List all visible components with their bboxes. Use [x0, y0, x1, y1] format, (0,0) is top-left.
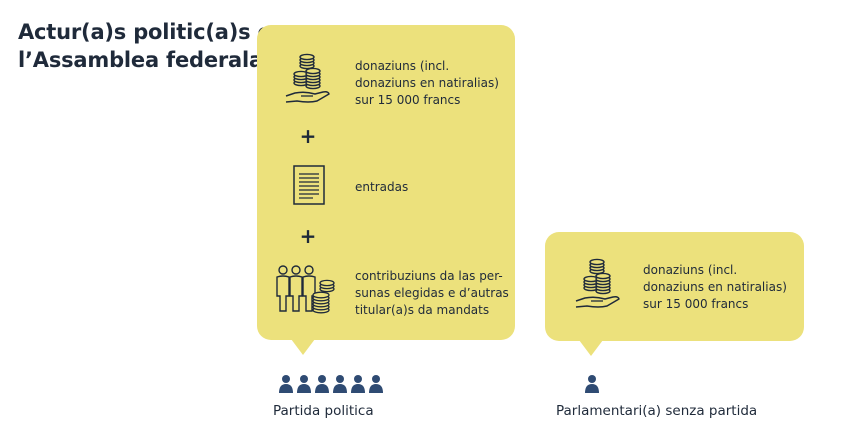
item-income-text: entradas	[355, 180, 409, 194]
title-line-1: Actur(a)s politic(a)s en	[18, 20, 287, 44]
party-caption: Partida politica	[273, 403, 374, 419]
party-income-bubble: donaziuns (incl. donaziuns en natiralias…	[257, 25, 515, 355]
coins-hand-icon	[575, 258, 620, 308]
coins-hand-icon	[285, 53, 330, 103]
mp-donations-text: donaziuns (incl. donaziuns en natiralias…	[643, 263, 787, 311]
title-line-2: l’Assamblea federala	[18, 48, 263, 72]
mp-caption: Parlamentari(a) senza partida	[556, 403, 758, 419]
plus-sign: +	[299, 224, 317, 248]
item-contributions-text: contribuziuns da las per- sunas elegidas…	[355, 269, 509, 317]
party-members-icon	[279, 375, 383, 393]
item-donations-text: donaziuns (incl. donaziuns en natiralias…	[355, 59, 499, 107]
mp-person-icon	[585, 375, 599, 393]
people-coins-icon	[276, 265, 335, 314]
mp-income-bubble: donaziuns (incl. donaziuns en natiralias…	[545, 232, 804, 356]
plus-sign: +	[299, 124, 317, 148]
page-title: Actur(a)s politic(a)s en l’Assamblea fed…	[18, 18, 287, 74]
document-icon	[293, 165, 325, 205]
